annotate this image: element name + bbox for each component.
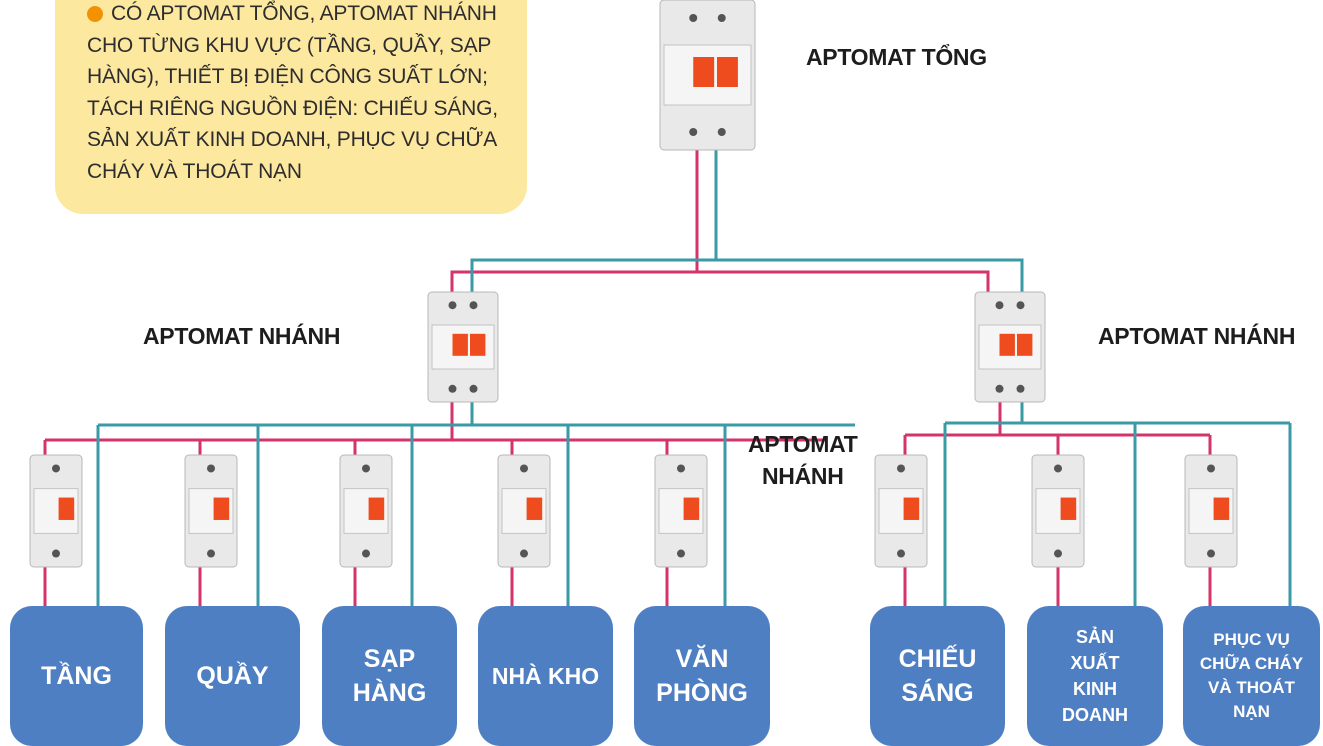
box-warehouse: NHÀ KHO — [478, 606, 613, 746]
load-breaker — [497, 454, 551, 568]
main-breaker-label: APTOMAT TỔNG — [806, 44, 987, 70]
load-breaker — [1031, 454, 1085, 568]
box-business: SẢN XUẤT KINH DOANH — [1027, 606, 1163, 746]
branch-middle-label: APTOMAT NHÁNH — [748, 431, 858, 489]
note-text: CÓ APTOMAT TỔNG, APTOMAT NHÁNH CHO TỪNG … — [87, 2, 498, 183]
load-breaker — [654, 454, 708, 568]
box-counter: QUẦY — [165, 606, 300, 746]
load-breaker — [1184, 454, 1238, 568]
branch-right-label: APTOMAT NHÁNH — [1098, 323, 1296, 349]
bullet-icon — [87, 6, 103, 23]
breakers — [29, 0, 1238, 568]
info-note: CÓ APTOMAT TỔNG, APTOMAT NHÁNH CHO TỪNG … — [55, 0, 527, 214]
branch-left-label: APTOMAT NHÁNH — [143, 323, 341, 349]
load-breaker — [339, 454, 393, 568]
box-stall: SẠP HÀNG — [322, 606, 457, 746]
box-office: VĂN PHÒNG — [634, 606, 770, 746]
branch-breaker-left — [427, 291, 499, 403]
main-breaker — [659, 0, 756, 151]
wire-teal — [470, 258, 1024, 300]
wire-red — [450, 270, 990, 300]
box-fire-escape: PHỤC VỤ CHỮA CHÁY VÀ THOÁT NẠN — [1183, 606, 1320, 746]
branch-breaker-right — [974, 291, 1046, 403]
load-breaker — [184, 454, 238, 568]
load-breaker — [29, 454, 83, 568]
box-lighting: CHIẾU SÁNG — [870, 606, 1005, 746]
load-breaker — [874, 454, 928, 568]
box-floor: TẦNG — [10, 606, 143, 746]
